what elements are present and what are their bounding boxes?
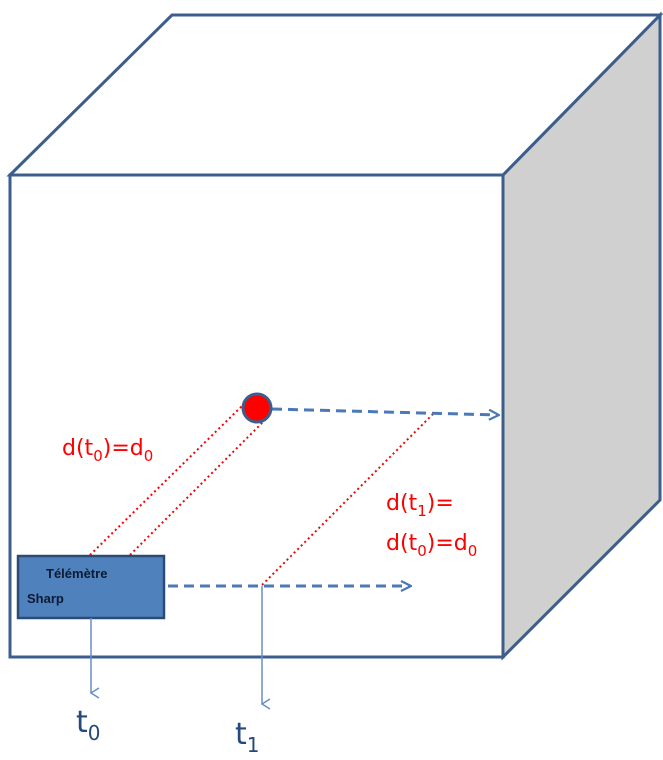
measurement-lines (89, 404, 434, 586)
target-motion-arrow (271, 407, 498, 415)
motion-arrows (168, 407, 498, 586)
distance-label-t1-line1: d(t1)= (386, 491, 454, 520)
sensor-label-line1: Télémètre (46, 566, 107, 581)
time-label-t1: t1 (235, 717, 260, 757)
target-point (241, 392, 273, 424)
measure-line-t0-b (129, 419, 266, 556)
sensor-box: Télémètre Sharp (16, 554, 166, 620)
time-arrows (89, 586, 271, 710)
sensor-label-line2: Sharp (27, 591, 64, 606)
measure-line-t1 (261, 413, 434, 586)
time-label-t0: t0 (76, 705, 101, 745)
measure-line-t0-a (89, 404, 244, 556)
distance-label-t1-line2: d(t0)=d0 (386, 531, 477, 560)
distance-label-t0: d(t0)=d0 (62, 436, 153, 465)
